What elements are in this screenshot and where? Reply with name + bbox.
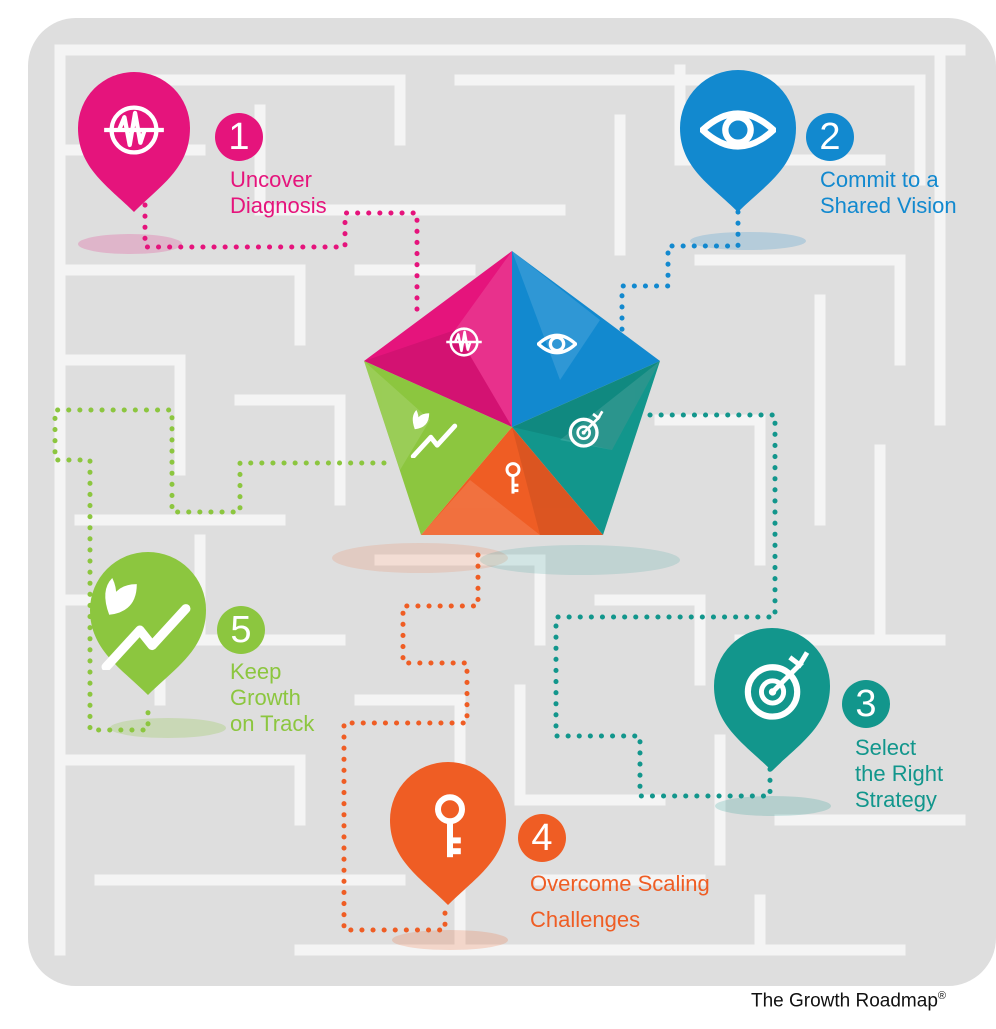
registered-mark: ®	[937, 990, 946, 1002]
step-1-label: Uncover Diagnosis	[230, 167, 327, 218]
step-4-label: Overcome Scaling Challenges	[530, 871, 710, 932]
route-2	[619, 209, 741, 333]
pin-2	[680, 70, 796, 212]
pin-4	[390, 762, 506, 905]
gem-segment-teal	[512, 361, 660, 535]
route-3	[553, 412, 778, 799]
route-1	[142, 202, 420, 323]
step-2-label: Commit to a Shared Vision	[820, 167, 957, 218]
route-5	[52, 407, 387, 733]
step-2-number: 2	[806, 113, 854, 161]
pin-3	[714, 628, 830, 771]
step-4-number: 4	[518, 814, 566, 862]
footer-brand-text: The Growth Roadmap	[750, 990, 938, 1012]
pin-1	[78, 72, 190, 212]
gem-segment-green	[364, 361, 512, 535]
pin-shadows	[78, 232, 831, 950]
gem-segment-blue	[512, 251, 660, 427]
pin-5	[90, 552, 206, 695]
footer-brand: The Growth Roadmap®	[751, 990, 946, 1012]
step-5-label: Keep Growth on Track	[230, 659, 315, 736]
step-3-label: Select the Right Strategy	[855, 735, 944, 812]
step-3-number: 3	[842, 680, 890, 728]
gem-pentagon	[364, 251, 660, 535]
route-4	[341, 552, 481, 933]
gem-segment-pink	[364, 251, 512, 427]
step-1-number: 1	[215, 113, 263, 161]
step-5-number: 5	[217, 606, 265, 654]
